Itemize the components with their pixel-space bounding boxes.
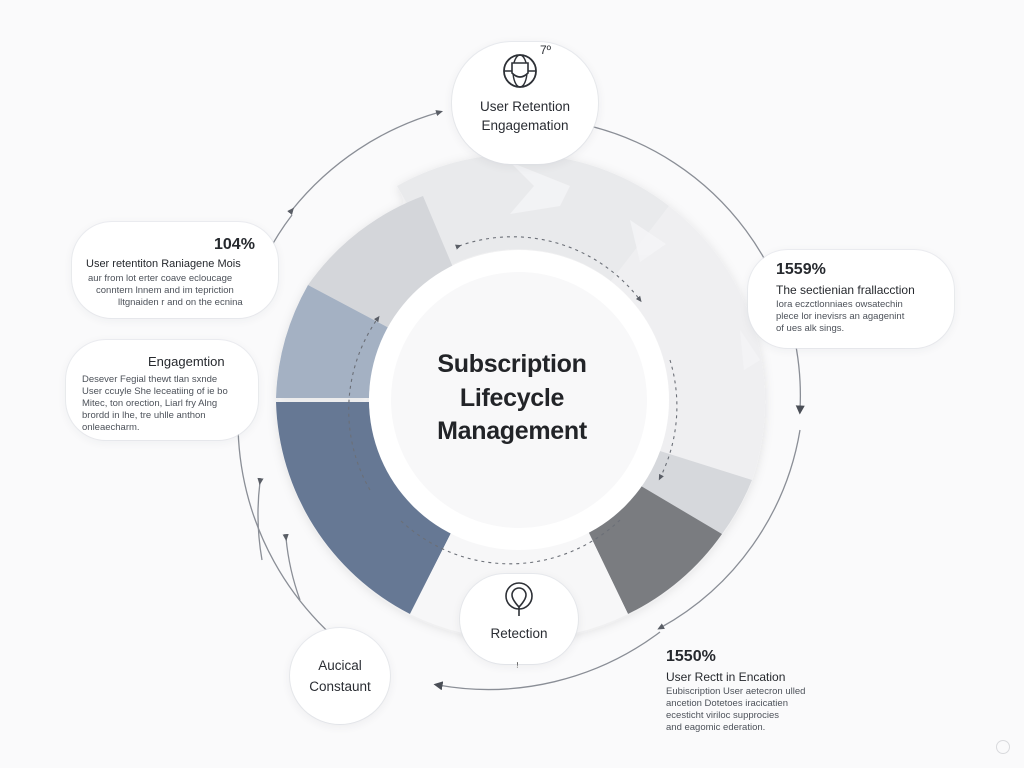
ring-segment-dark-slate [276,402,452,614]
left-top-body-2: conntern lnnem and im tepriction [96,285,234,296]
right-body-3: of ues alk sings. [776,323,845,334]
lifecycle-ring [276,154,766,640]
location-pin-icon [500,580,538,620]
right-card [748,250,954,348]
center-title-line-3: Management [437,417,587,445]
bottom-left-line-2: Constaunt [309,679,371,694]
center-title-line-2: Lifecycle [459,384,565,412]
right-body-1: Iora eczctlonniaes owsatechin [776,299,903,310]
bottom-right-body-3: ecesticht viriloc supprocies [666,710,779,721]
bottom-right-value: 1550% [666,648,716,665]
ring-segment-dark-gray [588,486,722,614]
center-title-line-1: Subscription [437,350,587,378]
orbit-arc-bottom [433,631,661,691]
right-value: 1559% [776,261,826,278]
left-mid-body-2: User ccuyle She leceatiing of ie bo [82,386,228,397]
bottom-right-heading: User Rectt in Encation [666,670,786,684]
left-top-heading: User retentiton Raniagene Mois [86,258,241,270]
left-top-value: 104% [214,236,255,253]
corner-watermark-icon [996,740,1010,754]
orbit-arc-right-lower [657,429,801,630]
ring-segment-faint-right [611,206,766,480]
orbit-arc-left-inner2 [282,533,301,601]
left-mid-body-4: brordd in lhe, tre uhlle anthon [82,410,206,421]
bottom-right-body-1: Eubiscription User aetecron ulled [666,686,806,697]
bottom-marker: ꜝ [516,664,519,675]
left-top-card [72,222,278,318]
top-node-line-1: User Retention [479,99,571,114]
right-heading: The sectienian frallacction [776,283,915,297]
orbit-arc-top-left [287,110,444,215]
inner-dashed-loop [348,236,678,565]
left-mid-body-3: Mitec, ton orection, Liarl fry Alng [82,398,218,409]
globe-shield-icon [498,51,544,91]
top-node-badge: 7º [540,43,552,57]
left-mid-body-5: onleaecharm. [82,422,140,433]
bottom-right-body-2: ancetion Dotetoes iracicatien [666,698,788,709]
ring-segment-light-gray-right [641,451,752,534]
left-mid-card [66,340,258,440]
bottom-left-node [290,628,390,724]
bottom-left-line-1: Aucical [318,658,362,673]
bottom-right-body-4: and eagomic ederation. [666,722,766,733]
left-top-body-1: aur from lot erter coave ecloucage [88,273,233,284]
left-mid-heading: Engagemtion [148,354,225,369]
ring-segment-light-slate [276,285,389,398]
bottom-node [460,574,578,664]
orbit-arc-right [589,125,805,415]
left-top-body-3: lltgnaiden r and on the ecnina [118,297,243,308]
center-inner-disc [391,272,647,528]
right-body-2: plece lor inevisrs an agagenint [776,311,905,322]
orbit-arc-left-inner [257,477,264,561]
left-mid-body-1: Desever Fegial thewt tlan sxnde [82,374,218,385]
top-node-line-2: Engagemation [481,118,569,133]
bottom-node-label: Retection [490,626,548,641]
